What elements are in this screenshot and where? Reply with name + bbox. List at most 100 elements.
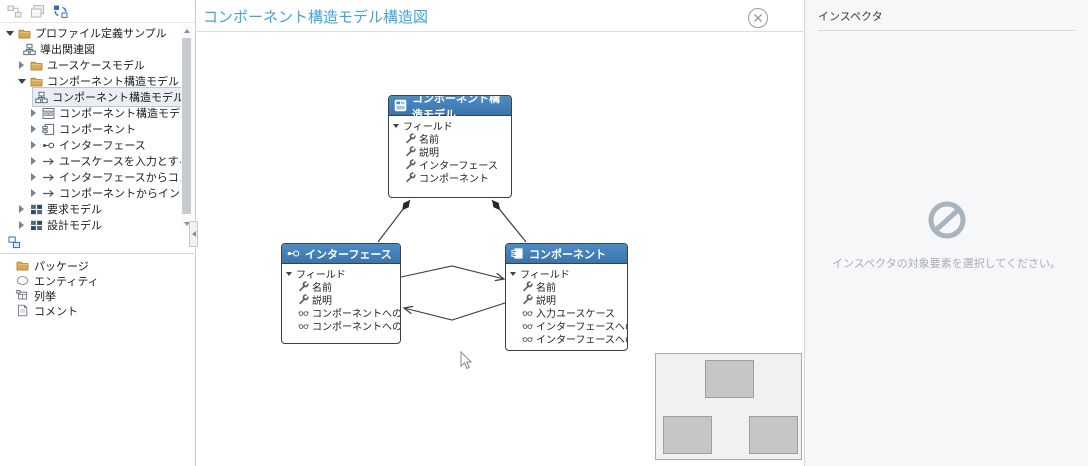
inspector-panel: インスペクタ インスペクタの対象要素を選択してください。	[804, 0, 1088, 466]
palette-item-label: エンティティ	[34, 275, 99, 288]
palette-item[interactable]: エンティティ	[0, 273, 194, 288]
composition-link-interface[interactable]	[377, 199, 411, 243]
diagram-connectors	[377, 199, 527, 321]
tree-item[interactable]: コンポーネント構造モデル	[0, 105, 181, 121]
reference-link-to-interface[interactable]	[402, 302, 506, 321]
tree-item[interactable]: 設計モデル	[0, 217, 181, 230]
tree-item[interactable]: ユースケースモデル	[0, 57, 181, 73]
tree-item-content: インターフェースからコンポーネントへ	[39, 167, 181, 187]
node-header[interactable]: インターフェース	[282, 244, 400, 264]
palette-item[interactable]: 列挙	[0, 288, 194, 303]
fields-group[interactable]: フィールド	[510, 267, 624, 281]
diagram-minimap[interactable]	[655, 353, 802, 460]
tree-item[interactable]: コンポーネント構造モデル	[0, 73, 181, 89]
tree-item-content: 導出関連図	[20, 39, 100, 59]
field-row[interactable]: 説明	[393, 145, 508, 159]
chevron-collapsed-icon[interactable]	[28, 173, 39, 181]
tree-item[interactable]: コンポーネント	[0, 121, 181, 137]
close-diagram-button[interactable]	[748, 8, 768, 28]
chevron-collapsed-icon[interactable]	[28, 157, 39, 165]
entity-node[interactable]: コンポーネント構造モデルフィールド名前説明インターフェースコンポーネント	[388, 95, 512, 198]
fields-group[interactable]: フィールド	[286, 267, 397, 281]
scroll-up-icon[interactable]	[181, 25, 192, 37]
field-row[interactable]: インターフェースへの参照	[510, 319, 627, 333]
tree-item[interactable]: 要求モデル	[0, 201, 181, 217]
wrench-icon	[522, 294, 533, 305]
field-label: 名前	[312, 283, 332, 294]
entity-icon	[16, 274, 29, 287]
field-label: コンポーネントへの参照	[312, 309, 401, 320]
diagram-editor: コンポーネント構造モデル構造図 コンポーネント構造モデルフィールド名前説明インタ…	[197, 0, 803, 466]
field-row[interactable]: コンポーネントへの参照	[286, 319, 400, 333]
tree-item-label: コンポーネントからインターフェースへ	[59, 188, 181, 200]
field-row[interactable]: インターフェース	[393, 158, 508, 172]
chevron-expanded-icon[interactable]	[16, 78, 27, 84]
fields-group[interactable]: フィールド	[393, 119, 508, 133]
chevron-collapsed-icon[interactable]	[28, 189, 39, 197]
field-label: 説明	[536, 296, 556, 307]
tree-item-content: コンポーネント構造モデル構造図	[32, 87, 181, 107]
chevron-collapsed-icon[interactable]	[28, 141, 39, 149]
tree-item[interactable]: 導出関連図	[0, 41, 181, 57]
entity-node[interactable]: コンポーネントフィールド名前説明入力ユースケースインターフェースへの参照インター…	[505, 243, 628, 351]
chevron-expanded-icon[interactable]	[286, 271, 292, 276]
navigator-toolbar	[0, 0, 195, 23]
chevron-expanded-icon[interactable]	[4, 30, 15, 36]
tree-item-content: ユースケースを入力とするコンポーネ	[39, 151, 181, 171]
tree-item-content: コンポーネント構造モデル	[39, 103, 181, 123]
sidebar-collapse-handle[interactable]	[189, 221, 198, 247]
field-label: インターフェースへの参照	[536, 335, 627, 346]
field-row[interactable]: 名前	[393, 132, 508, 146]
wrench-icon	[522, 281, 533, 292]
field-row[interactable]: 説明	[510, 293, 624, 307]
tree-item[interactable]: インターフェースからコンポーネントへ	[0, 169, 181, 185]
interface-icon	[42, 139, 55, 152]
field-row[interactable]: インターフェースへの参照	[510, 332, 627, 346]
chevron-collapsed-icon[interactable]	[16, 205, 27, 213]
chevron-expanded-icon[interactable]	[393, 123, 399, 128]
model-view-icon[interactable]	[7, 4, 22, 19]
entity-node[interactable]: インターフェースフィールド名前説明コンポーネントへの参照コンポーネントへの参照	[281, 243, 401, 344]
chevron-collapsed-icon[interactable]	[16, 221, 27, 229]
chevron-expanded-icon[interactable]	[510, 271, 516, 276]
chevron-collapsed-icon[interactable]	[28, 109, 39, 117]
field-row[interactable]: 名前	[286, 280, 397, 294]
window-view-icon[interactable]	[30, 4, 45, 19]
close-icon	[754, 14, 762, 22]
tree-item[interactable]: プロファイル定義サンプル	[0, 25, 181, 41]
field-row[interactable]: 説明	[286, 293, 397, 307]
diagram-icon	[23, 43, 36, 56]
node-header[interactable]: コンポーネント構造モデル	[389, 96, 511, 121]
field-label: 説明	[419, 148, 439, 159]
node-header[interactable]: コンポーネント	[506, 244, 627, 264]
hierarchy-icon[interactable]	[8, 236, 21, 249]
update-view-icon[interactable]	[53, 4, 68, 19]
tree-item-label: コンポーネント	[59, 124, 136, 136]
enum-icon	[16, 289, 29, 302]
field-row[interactable]: コンポーネント	[393, 171, 508, 185]
collapse-left-icon	[191, 231, 196, 237]
tree-item[interactable]: ユースケースを入力とするコンポーネ	[0, 153, 181, 169]
field-label: 名前	[419, 135, 439, 146]
tree-item[interactable]: コンポーネント構造モデル構造図	[0, 87, 181, 107]
palette-item[interactable]: コメント	[0, 303, 194, 318]
field-row[interactable]: コンポーネントへの参照	[286, 306, 400, 320]
tree-item[interactable]: インターフェース	[0, 137, 181, 153]
palette-item[interactable]: パッケージ	[0, 258, 194, 273]
field-row[interactable]: 入力ユースケース	[510, 306, 624, 320]
chevron-collapsed-icon[interactable]	[16, 61, 27, 69]
reference-icon	[298, 320, 309, 331]
tree-item[interactable]: コンポーネントからインターフェースへ	[0, 185, 181, 201]
chevron-collapsed-icon[interactable]	[28, 125, 39, 133]
reference-icon	[522, 333, 533, 344]
reference-link-to-component[interactable]	[400, 265, 506, 282]
composition-link-component[interactable]	[491, 199, 527, 243]
field-row[interactable]: 名前	[510, 280, 624, 294]
inspector-separator	[818, 30, 1075, 31]
tree-scrollbar[interactable]	[181, 25, 192, 230]
scroll-down-icon[interactable]	[181, 218, 192, 230]
scrollbar-thumb[interactable]	[182, 38, 191, 214]
no-selection-icon	[927, 201, 967, 244]
arrow-icon	[42, 187, 55, 200]
tree-item-label: インターフェース	[59, 140, 146, 152]
